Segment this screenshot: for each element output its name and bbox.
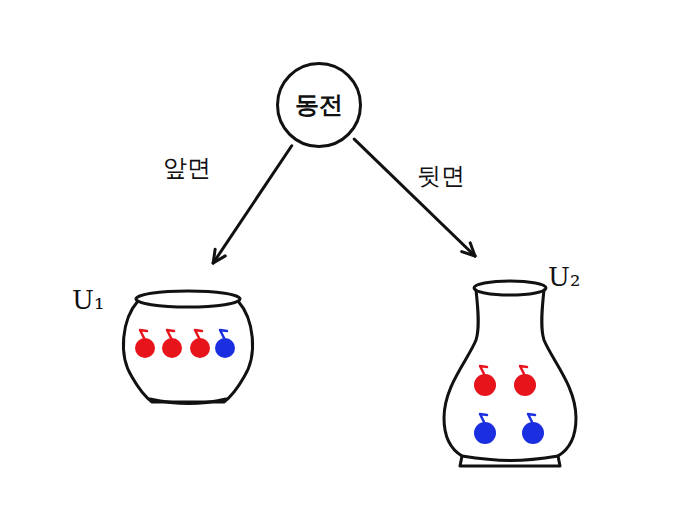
urn: U₂ <box>440 278 580 470</box>
node-text: 동전 <box>295 89 343 121</box>
arrow-connector <box>213 146 292 263</box>
urn: U₁ <box>118 285 258 410</box>
urn-outline <box>118 285 258 410</box>
urn-outline <box>440 278 580 470</box>
urn-label: U₁ <box>72 285 104 315</box>
edge-label: 앞면 <box>160 152 214 184</box>
urn-label: U₂ <box>548 262 580 292</box>
coin-circle: 동전 <box>276 62 362 148</box>
edge-label: 뒷면 <box>414 160 468 192</box>
arrow-connector <box>354 139 475 256</box>
